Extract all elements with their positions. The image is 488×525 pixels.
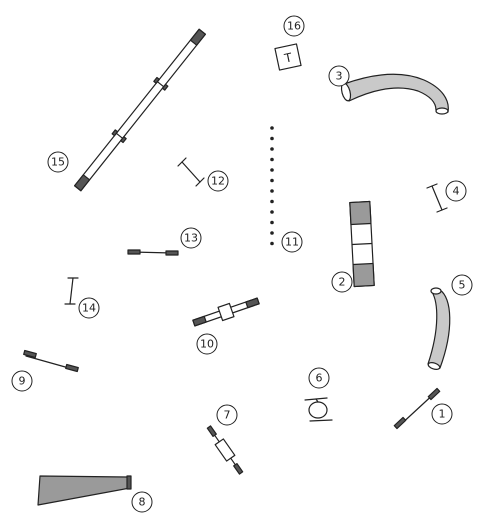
svg-text:14: 14	[82, 302, 96, 315]
weave-pole	[270, 241, 274, 246]
obstacle-number-13: 13	[180, 227, 202, 249]
single-jump-obstacle	[64, 277, 79, 305]
panel-jump-obstacle	[206, 425, 244, 475]
obstacle-number-3: 3	[328, 65, 350, 87]
weave-pole	[270, 157, 274, 162]
svg-text:9: 9	[19, 375, 26, 388]
weave-pole	[270, 126, 274, 130]
single-jump-obstacle	[426, 183, 448, 213]
obstacle-number-7: 7	[216, 404, 238, 426]
weave-poles-obstacle	[270, 126, 274, 246]
a-frame-obstacle	[349, 200, 375, 288]
svg-text:15: 15	[51, 156, 65, 169]
obstacle-number-2: 2	[331, 271, 353, 293]
weave-pole	[270, 147, 274, 151]
svg-text:13: 13	[184, 232, 198, 245]
double-jump-obstacle	[127, 249, 179, 256]
double-jump-obstacle	[23, 349, 79, 373]
obstacle-number-1: 1	[431, 403, 453, 425]
obstacle-number-16: 16	[283, 15, 305, 37]
svg-text:11: 11	[285, 236, 299, 249]
obstacle-number-5: 5	[451, 274, 473, 296]
tire-jump-obstacle	[304, 397, 333, 422]
obstacle-number-10: 10	[196, 333, 218, 355]
weave-pole	[270, 231, 274, 235]
table-obstacle: T	[274, 43, 302, 71]
svg-text:12: 12	[211, 175, 225, 188]
svg-text:7: 7	[224, 409, 231, 422]
weave-pole	[270, 199, 274, 204]
svg-text:6: 6	[316, 372, 323, 385]
straight-tunnel-obstacle	[427, 287, 451, 371]
weave-pole	[270, 220, 274, 225]
single-jump-obstacle	[177, 157, 205, 187]
svg-text:3: 3	[336, 70, 343, 83]
obstacle-number-8: 8	[131, 491, 153, 513]
curved-tunnel-obstacle	[340, 73, 449, 115]
obstacle-number-12: 12	[207, 170, 229, 192]
obstacle-number-15: 15	[47, 151, 69, 173]
seesaw-obstacle	[192, 297, 260, 327]
table-glyph: T	[282, 50, 294, 66]
svg-text:16: 16	[287, 20, 301, 33]
weave-pole	[270, 168, 274, 172]
obstacle-number-4: 4	[445, 180, 467, 202]
svg-text:2: 2	[339, 276, 346, 289]
svg-text:10: 10	[200, 338, 214, 351]
obstacle-number-9: 9	[11, 370, 33, 392]
obstacle-number-6: 6	[308, 367, 330, 389]
svg-text:8: 8	[139, 496, 146, 509]
chute-obstacle	[37, 475, 132, 506]
obstacle-number-11: 11	[281, 231, 303, 253]
double-jump-obstacle	[393, 387, 441, 430]
obstacle-number-14: 14	[78, 297, 100, 319]
weave-pole	[270, 178, 274, 183]
weave-pole	[270, 210, 274, 214]
dog-walk-obstacle	[74, 28, 206, 192]
weave-pole	[270, 189, 274, 193]
svg-text:5: 5	[459, 279, 466, 292]
svg-text:4: 4	[453, 185, 460, 198]
svg-text:1: 1	[439, 408, 446, 421]
weave-pole	[270, 136, 274, 141]
